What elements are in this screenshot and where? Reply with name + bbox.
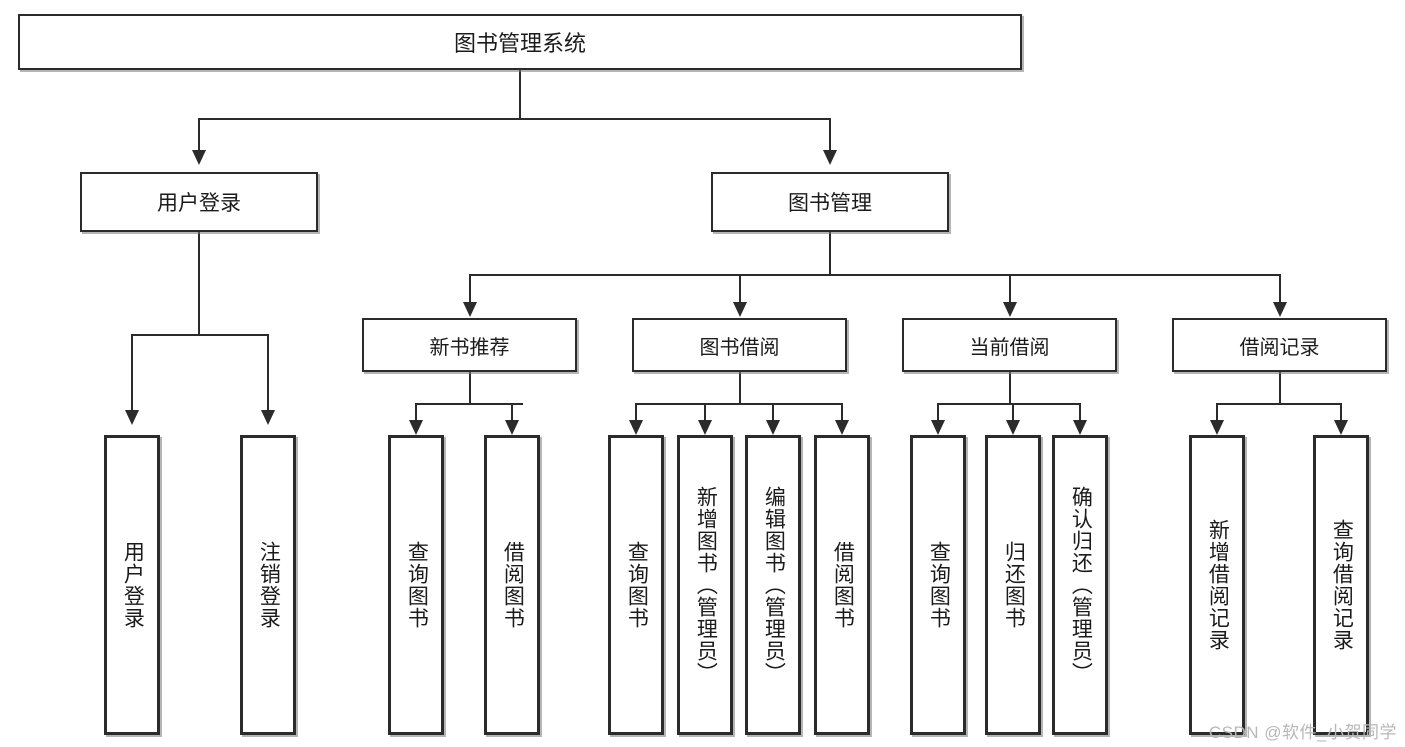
node-label: 图书管理系统 [453,31,586,56]
arrow-user-login-leaf-1 [125,410,139,425]
leaf-current-borrow-return-book[interactable]: 归还图书 [985,435,1041,735]
arrow-book-borrow-leaf-1 [629,420,643,435]
connector-book-borrow-leaf-3 [772,403,774,423]
connector-book-borrow-leaf-4 [841,403,843,423]
leaf-user-login-login[interactable]: 用户登录 [104,435,160,735]
node-label: 用户登录 [157,192,241,215]
arrow-bm-to-current-borrow [1003,302,1017,317]
arrow-current-borrow-leaf-2 [1006,420,1020,435]
arrow-bm-to-book-borrow [733,302,747,317]
connector-bm-to-current-borrow [1009,274,1011,302]
leaf-label: 查询图书 [625,541,649,629]
connector-user-login-leaf-1 [131,334,133,410]
leaf-current-borrow-confirm-return-admin[interactable]: 确认归还（管理员） [1052,435,1108,735]
leaf-label: 查询图书 [405,541,429,629]
connector-book-management-stem [829,232,831,274]
leaf-borrow-record-add-record[interactable]: 新增借阅记录 [1189,435,1245,735]
node-book-management[interactable]: 图书管理 [711,172,949,232]
connector-borrow-record-bus [1216,403,1340,405]
leaf-label: 注销登录 [257,541,281,629]
leaf-user-login-logout[interactable]: 注销登录 [240,435,296,735]
arrow-new-book-leaf-2 [505,420,519,435]
node-label: 图书管理 [788,192,872,215]
node-label: 新书推荐 [429,336,510,359]
arrow-current-borrow-leaf-1 [931,420,945,435]
connector-new-book-leaf-2 [511,403,513,423]
leaf-current-borrow-query-book[interactable]: 查询图书 [910,435,966,735]
connector-current-borrow-bus [937,403,1079,405]
arrow-borrow-record-leaf-2 [1334,420,1348,435]
connector-user-login-bus [131,334,268,336]
arrow-borrow-record-leaf-1 [1210,420,1224,435]
leaf-label: 确认归还（管理员） [1069,486,1093,684]
leaf-label: 查询图书 [927,541,951,629]
connector-bm-to-book-borrow [739,274,741,302]
leaf-book-borrow-borrow-book[interactable]: 借阅图书 [814,435,870,735]
arrow-book-borrow-leaf-4 [835,420,849,435]
connector-current-borrow-leaf-3 [1079,403,1081,423]
arrow-root-to-user-login [192,150,206,165]
arrow-book-borrow-leaf-2 [698,420,712,435]
leaf-label: 借阅图书 [831,541,855,629]
connector-borrow-record-leaf-1 [1216,403,1218,423]
connector-new-book-leaf-1 [415,403,417,423]
connector-borrow-record-leaf-2 [1340,403,1342,423]
connector-borrow-record-stem [1279,372,1281,403]
leaf-borrow-record-query-record[interactable]: 查询借阅记录 [1313,435,1369,735]
connector-book-borrow-bus [635,403,841,405]
connector-book-borrow-leaf-2 [704,403,706,423]
leaf-label: 查询借阅记录 [1330,519,1354,651]
connector-book-management-bus [469,274,1279,276]
leaf-label: 新增借阅记录 [1206,519,1230,651]
node-root-book-management-system[interactable]: 图书管理系统 [18,14,1022,70]
leaf-book-borrow-add-book-admin[interactable]: 新增图书（管理员） [677,435,733,735]
node-label: 当前借阅 [969,336,1050,359]
arrow-book-borrow-leaf-3 [766,420,780,435]
connector-root-bus [198,118,831,120]
node-label: 图书借阅 [699,336,780,359]
arrow-new-book-leaf-1 [409,420,423,435]
leaf-label: 新增图书（管理员） [694,486,718,684]
leaf-new-book-borrow-book[interactable]: 借阅图书 [484,435,540,735]
connector-book-borrow-stem [739,372,741,403]
connector-bm-to-new-book [469,274,471,302]
node-book-borrow[interactable]: 图书借阅 [632,318,847,372]
connector-root-to-book-management [829,118,831,150]
leaf-new-book-query-book[interactable]: 查询图书 [388,435,444,735]
arrow-bm-to-new-book [463,302,477,317]
leaf-label: 借阅图书 [501,541,525,629]
connector-root-to-user-login [198,118,200,150]
watermark-text: CSDN @软件_小贺同学 [1208,723,1397,742]
node-borrow-record[interactable]: 借阅记录 [1172,318,1387,372]
arrow-current-borrow-leaf-3 [1073,420,1087,435]
node-current-borrow[interactable]: 当前借阅 [902,318,1117,372]
connector-bm-to-borrow-record [1279,274,1281,302]
connector-user-login-stem [198,232,200,334]
arrow-user-login-leaf-2 [261,410,275,425]
node-user-login[interactable]: 用户登录 [80,172,318,232]
arrow-bm-to-borrow-record [1273,302,1287,317]
node-label: 借阅记录 [1239,336,1320,359]
connector-book-borrow-leaf-1 [635,403,637,423]
connector-current-borrow-leaf-2 [1012,403,1014,423]
connector-new-book-stem [469,372,471,403]
connector-user-login-leaf-2 [267,334,269,410]
leaf-book-borrow-edit-book-admin[interactable]: 编辑图书（管理员） [745,435,801,735]
node-new-book-recommend[interactable]: 新书推荐 [362,318,577,372]
connector-new-book-bus [415,403,523,405]
leaf-label: 编辑图书（管理员） [762,486,786,684]
arrow-root-to-book-management [823,150,837,165]
leaf-book-borrow-query-book[interactable]: 查询图书 [608,435,664,735]
connector-current-borrow-leaf-1 [937,403,939,423]
connector-current-borrow-stem [1009,372,1011,403]
leaf-label: 用户登录 [121,541,145,629]
connector-root-stem [519,70,521,118]
leaf-label: 归还图书 [1002,541,1026,629]
